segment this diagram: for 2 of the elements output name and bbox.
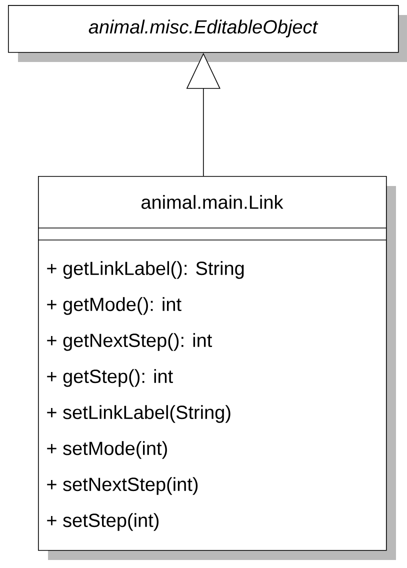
- class-box: animal.misc.EditableObject: [8, 5, 407, 62]
- class-box: animal.main.Link + getLinkLabel(): String + getMode(): int + getNextStep(): int + getStep(): int + setLinkLabel(String) + setMode(int) + setNextStep(int) + setStep(int): [38, 176, 396, 560]
